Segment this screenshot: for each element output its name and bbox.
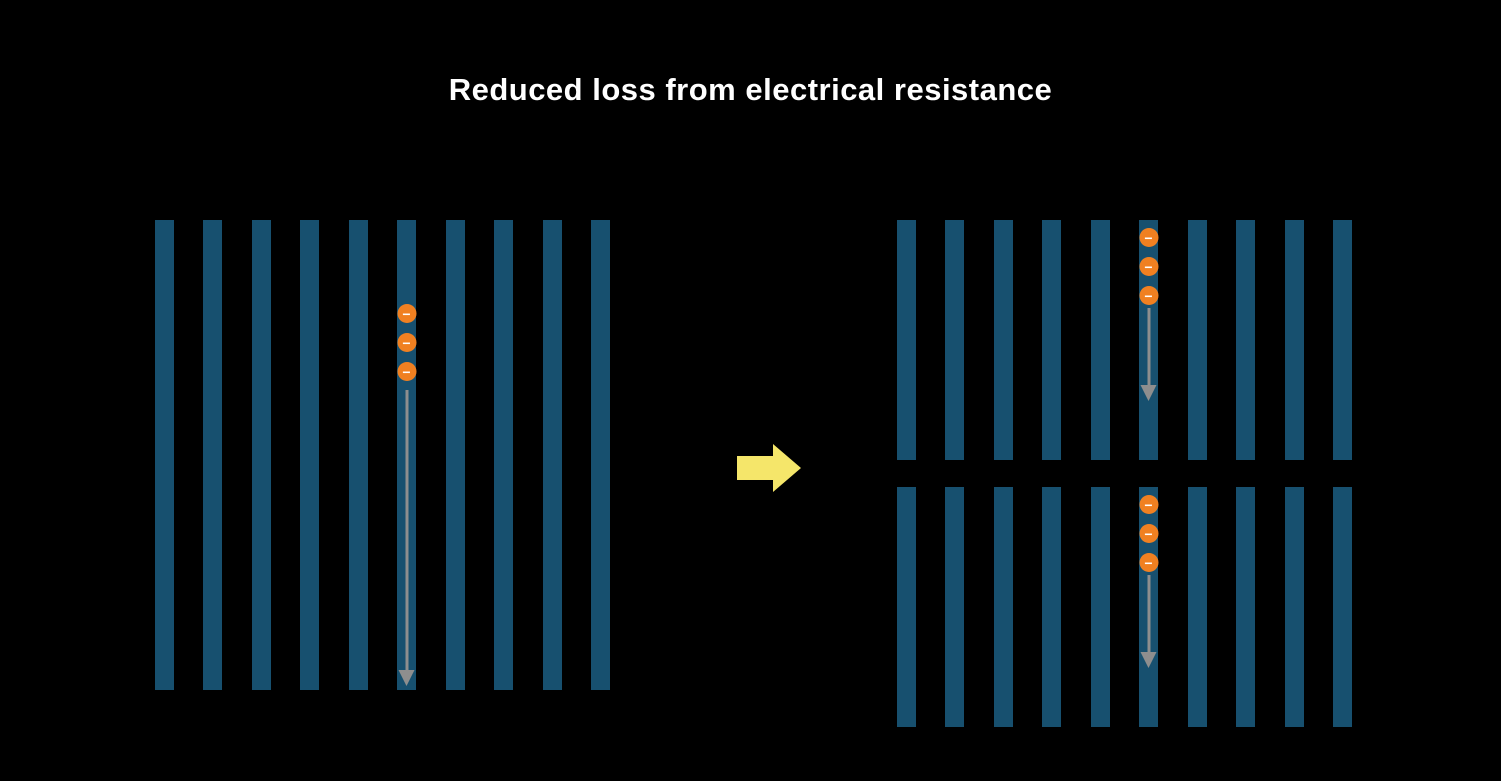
- cell-bar: [590, 220, 610, 690]
- right-arrow-icon: [737, 444, 801, 492]
- electron-flow-column: − − −: [397, 220, 416, 690]
- current-flow-arrow-icon: [405, 390, 408, 670]
- electron-icon: −: [397, 304, 416, 323]
- electron-flow-column: − − −: [1139, 220, 1158, 460]
- electron-stack: − − −: [397, 304, 416, 381]
- full-cell-panel: − − −: [155, 220, 610, 690]
- electron-stack: − − −: [1139, 495, 1158, 572]
- cell-bar: [1236, 220, 1256, 460]
- electron-icon: −: [1139, 228, 1158, 247]
- cell-bar: [1187, 487, 1207, 727]
- cell-bar: [1236, 487, 1256, 727]
- diagram-title: Reduced loss from electrical resistance: [448, 72, 1053, 107]
- electron-icon: −: [397, 362, 416, 381]
- cell-bar: [993, 487, 1013, 727]
- half-cell-bottom-panel: − − −: [897, 487, 1352, 727]
- cell-bar: [1090, 487, 1110, 727]
- cell-bar: [945, 220, 965, 460]
- cell-bar: [203, 220, 223, 690]
- cell-bar: [348, 220, 368, 690]
- electron-icon: −: [397, 333, 416, 352]
- current-flow-arrow-icon: [1147, 308, 1150, 385]
- cell-bar: [1284, 487, 1304, 727]
- cell-bar: [494, 220, 514, 690]
- electron-stack: − − −: [1139, 228, 1158, 305]
- cell-bar: [1284, 220, 1304, 460]
- electron-icon: −: [1139, 286, 1158, 305]
- cell-bar: [897, 220, 916, 460]
- cell-bar: [155, 220, 174, 690]
- electron-icon: −: [1139, 495, 1158, 514]
- cell-bar: [1187, 220, 1207, 460]
- cell-bar: [945, 487, 965, 727]
- cell-bar: [1332, 220, 1352, 460]
- cell-bar: [1042, 487, 1062, 727]
- cell-bar: [251, 220, 271, 690]
- cell-bar: [445, 220, 465, 690]
- electron-icon: −: [1139, 257, 1158, 276]
- cell-bar: [542, 220, 562, 690]
- electron-icon: −: [1139, 553, 1158, 572]
- electron-flow-column: − − −: [1139, 487, 1158, 727]
- cell-bar: [897, 487, 916, 727]
- cell-bar: [1042, 220, 1062, 460]
- electron-icon: −: [1139, 524, 1158, 543]
- half-cell-top-panel: − − −: [897, 220, 1352, 460]
- cell-bar: [993, 220, 1013, 460]
- cell-bar: [1332, 487, 1352, 727]
- current-flow-arrow-icon: [1147, 575, 1150, 652]
- cell-bar: [300, 220, 320, 690]
- cell-bar: [1090, 220, 1110, 460]
